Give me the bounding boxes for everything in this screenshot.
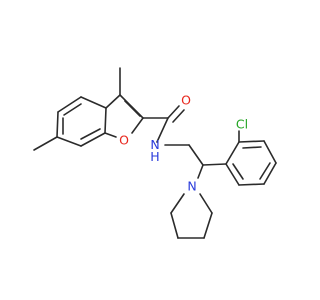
bond xyxy=(197,164,204,179)
pyrrolidine-nitrogen-atom: N xyxy=(187,179,196,194)
bond xyxy=(202,163,227,166)
atom-label: O xyxy=(119,133,129,148)
bond xyxy=(263,140,277,164)
atom-label: Cl xyxy=(236,117,248,132)
bond xyxy=(232,163,244,180)
bond xyxy=(80,132,106,147)
bond xyxy=(63,103,82,116)
bond xyxy=(170,193,185,214)
bond xyxy=(225,141,240,165)
bond xyxy=(263,162,277,185)
bond xyxy=(238,140,265,143)
atom-label: N xyxy=(187,179,196,194)
bond xyxy=(242,146,262,149)
bond xyxy=(259,162,271,180)
oxygen-carbonyl-atom: O xyxy=(181,93,191,108)
bond xyxy=(33,136,58,151)
bond xyxy=(104,107,107,134)
bond-layer xyxy=(33,67,277,239)
bond xyxy=(188,144,204,166)
bond xyxy=(56,136,82,147)
oxygen-furan-atom: O xyxy=(119,133,129,148)
bond xyxy=(156,117,169,143)
bond xyxy=(172,109,185,123)
bond xyxy=(199,193,213,214)
chlorine-atom: Cl xyxy=(236,117,248,132)
bond xyxy=(131,117,144,134)
bond xyxy=(104,132,117,138)
bond xyxy=(238,183,265,186)
bond xyxy=(80,96,107,109)
bond xyxy=(124,100,141,117)
atom-label: O xyxy=(181,93,191,108)
bond xyxy=(167,105,180,119)
bond xyxy=(105,94,121,109)
atom-label-part: H xyxy=(150,149,159,164)
bond xyxy=(225,163,240,186)
bond xyxy=(203,212,213,239)
bond xyxy=(57,96,82,113)
bond xyxy=(80,128,101,140)
atom-label-part: N xyxy=(150,137,159,152)
bond xyxy=(170,212,179,239)
bond xyxy=(56,111,59,138)
